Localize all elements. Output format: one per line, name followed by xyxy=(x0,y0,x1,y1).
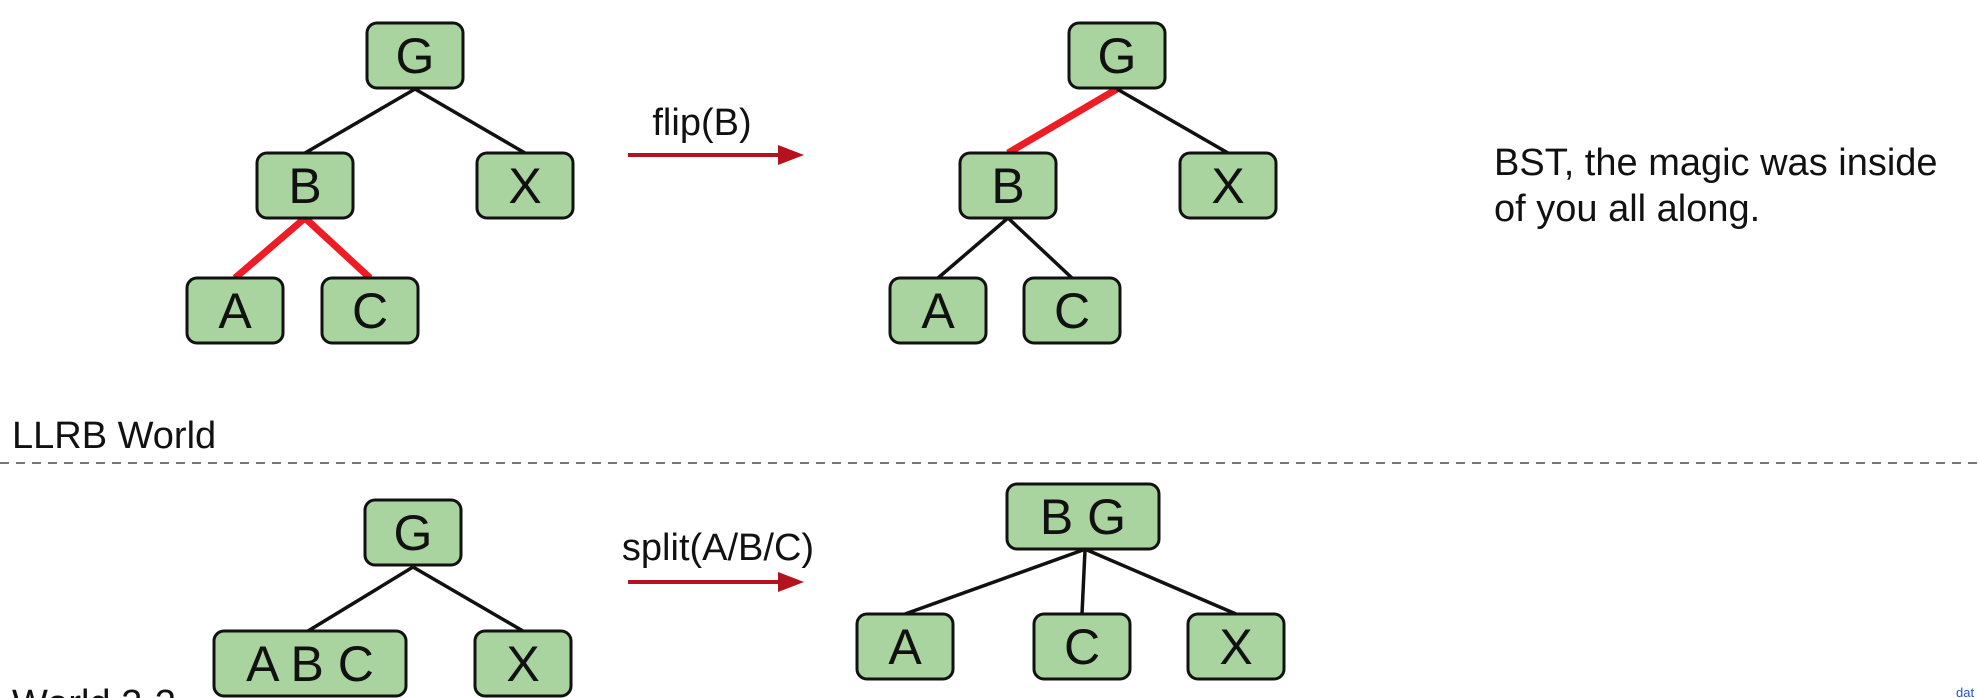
corner-link-text: dat xyxy=(1956,685,1974,698)
flip-operation: flip(B) xyxy=(628,102,804,165)
node-label: X xyxy=(1219,619,1252,675)
node-label: G xyxy=(394,505,433,561)
node-g: G xyxy=(363,498,463,567)
node-label: B xyxy=(288,158,321,214)
split-label: split(A/B/C) xyxy=(622,527,814,569)
red-edge-b-c xyxy=(302,215,373,281)
node-label: A B C xyxy=(246,636,374,692)
node-c: C xyxy=(1022,276,1122,345)
flip-label: flip(B) xyxy=(652,102,751,144)
node-label: A xyxy=(218,283,252,339)
two-three-after-tree: B G A C X xyxy=(855,482,1286,681)
node-x: X xyxy=(475,151,575,220)
node-label: C xyxy=(1064,619,1100,675)
node-a: A xyxy=(855,612,955,681)
node-b: B xyxy=(958,151,1058,220)
node-label: B xyxy=(991,158,1024,214)
edge-bg-c xyxy=(1080,549,1087,615)
red-edge-g-b xyxy=(1006,85,1119,157)
edge-g-abc xyxy=(307,565,414,633)
node-x: X xyxy=(1178,151,1278,220)
node-x: X xyxy=(1186,612,1286,681)
node-label: X xyxy=(1211,158,1244,214)
node-a: A xyxy=(185,276,285,345)
node-label: C xyxy=(352,283,388,339)
llrb-before-tree: G B X A C xyxy=(185,21,575,345)
llrb-world-label: LLRB World xyxy=(12,415,216,457)
llrb-after-tree: G B X A C xyxy=(888,21,1278,345)
node-g: G xyxy=(365,21,465,90)
node-c: C xyxy=(1032,612,1132,681)
split-operation: split(A/B/C) xyxy=(622,527,814,592)
node-x: X xyxy=(473,629,573,698)
edge-g-x xyxy=(1116,87,1229,155)
edge-b-c xyxy=(1006,216,1074,280)
two-three-before-tree: G A B C X xyxy=(212,498,573,698)
node-c: C xyxy=(320,276,420,345)
edge-g-x xyxy=(414,87,526,155)
node-label: A xyxy=(888,619,922,675)
red-edge-b-a xyxy=(232,215,308,281)
node-b: B xyxy=(255,151,355,220)
edge-b-a xyxy=(936,216,1010,280)
node-label: X xyxy=(506,636,539,692)
node-label: G xyxy=(396,28,435,84)
edge-bg-a xyxy=(904,548,1084,616)
node-label: X xyxy=(508,158,541,214)
node-g: G xyxy=(1067,21,1167,90)
edge-g-x xyxy=(412,565,524,633)
node-abc: A B C xyxy=(212,629,408,698)
arrow-head-icon xyxy=(778,572,804,592)
node-label: A xyxy=(921,283,955,339)
bst-caption: BST, the magic was inside of you all alo… xyxy=(1494,142,1938,230)
node-bg: B G xyxy=(1005,482,1161,551)
node-label: G xyxy=(1098,28,1137,84)
node-a: A xyxy=(888,276,988,345)
edge-g-b xyxy=(304,87,416,155)
world-23-label: World 2-3 xyxy=(12,683,176,698)
node-label: B G xyxy=(1040,489,1126,545)
arrow-head-icon xyxy=(778,145,804,165)
node-label: C xyxy=(1054,283,1090,339)
edge-bg-x xyxy=(1086,548,1237,616)
